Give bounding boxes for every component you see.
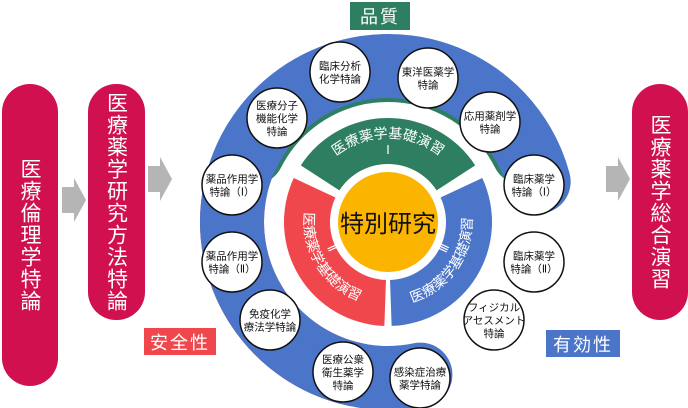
course-label: 臨床分析 xyxy=(319,60,361,73)
course-label: 特論 xyxy=(333,379,354,392)
course-label: 化学特論 xyxy=(319,73,361,86)
arrow-icon xyxy=(148,157,172,201)
ring-segment-blue xyxy=(390,178,492,326)
course-label: 薬品作用学 xyxy=(206,250,259,263)
step-medical-ethics: 医療倫理学特論 xyxy=(2,84,58,386)
course-label: フィジカル xyxy=(468,302,520,314)
course-label: 機能化学 xyxy=(256,112,298,125)
tag-efficacy: 有効性 xyxy=(546,330,620,357)
course-label: 特論 xyxy=(267,125,288,138)
course-label: 特論（Ⅱ） xyxy=(510,263,557,276)
course-label: 特論（Ⅰ） xyxy=(511,186,556,199)
arrow-icon xyxy=(62,178,86,222)
course-label: 特論 xyxy=(418,79,439,92)
course-label: 臨床薬学 xyxy=(513,173,555,186)
course-label: 感染症治療 xyxy=(394,366,447,379)
course-label: 薬学特論 xyxy=(399,379,441,392)
course-label: 特論（Ⅰ） xyxy=(209,186,254,199)
step-research-methods: 医療薬学研究方法特論 xyxy=(88,84,145,320)
tag-safety: 安全性 xyxy=(144,328,216,355)
course-label: 免疫化学 xyxy=(249,308,291,321)
step-comprehensive-practice: 医療薬学総合演習 xyxy=(632,84,688,320)
course-label: 臨床薬学 xyxy=(513,250,555,263)
ring-numeral-green: Ⅰ xyxy=(386,143,390,157)
ring-segment-red xyxy=(284,178,386,326)
course-label: アセスメント xyxy=(463,315,526,327)
blue-course-band xyxy=(200,34,571,408)
course-label: 特論 xyxy=(484,327,505,340)
center-label: 特別研究 xyxy=(340,210,436,238)
course-label: 特論（Ⅱ） xyxy=(208,263,255,276)
course-label: 医療公衆 xyxy=(322,353,364,366)
course-label: 療法学特論 xyxy=(244,321,297,334)
course-label: 応用薬剤学 xyxy=(464,110,517,123)
arrow-icon xyxy=(606,157,630,201)
course-label: 東洋医薬学 xyxy=(402,66,455,79)
ring-segment-green xyxy=(300,117,476,191)
center-circle xyxy=(338,172,438,272)
ring-numeral-red: Ⅱ xyxy=(324,243,339,254)
course-label: 医療分子 xyxy=(256,99,298,112)
course-label: 薬品作用学 xyxy=(206,173,259,186)
course-label: 衛生薬学 xyxy=(322,366,364,379)
course-label: 特論 xyxy=(480,123,501,136)
tag-quality: 品質 xyxy=(350,2,410,30)
